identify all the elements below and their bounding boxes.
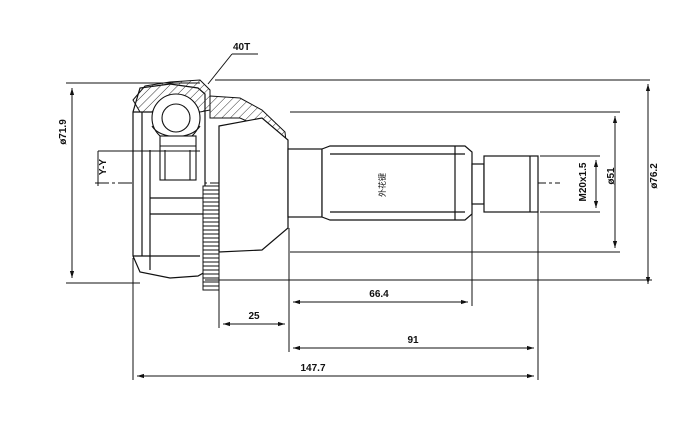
abs-tone-ring bbox=[202, 185, 220, 291]
dim-25-label: 25 bbox=[248, 311, 260, 322]
dim-outer-diameter-label: ø71.9 bbox=[58, 119, 69, 145]
ball-cage bbox=[151, 93, 201, 181]
dim-seal-diameter-label: ø51 bbox=[606, 167, 617, 185]
axial-extension-lines bbox=[132, 212, 539, 380]
dim-outer-diameter bbox=[66, 82, 200, 284]
dim-91-label: 91 bbox=[407, 335, 419, 346]
dim-thread bbox=[540, 155, 600, 213]
tooth-count-callout bbox=[207, 53, 258, 85]
section-marker bbox=[97, 150, 200, 186]
dim-total-diameter-label: ø76.2 bbox=[649, 163, 660, 189]
spline-note: 外花键 bbox=[377, 173, 387, 197]
dim-thread-label: M20x1.5 bbox=[578, 162, 589, 201]
shaft-body bbox=[218, 117, 539, 253]
section-label: Y-Y bbox=[98, 159, 109, 175]
dim-147-7-label: 147.7 bbox=[300, 363, 325, 374]
dim-66-4-label: 66.4 bbox=[369, 289, 389, 300]
tooth-count-label: 40T bbox=[233, 42, 250, 53]
dim-total-diameter bbox=[205, 79, 652, 284]
dim-seal-diameter bbox=[290, 111, 620, 253]
